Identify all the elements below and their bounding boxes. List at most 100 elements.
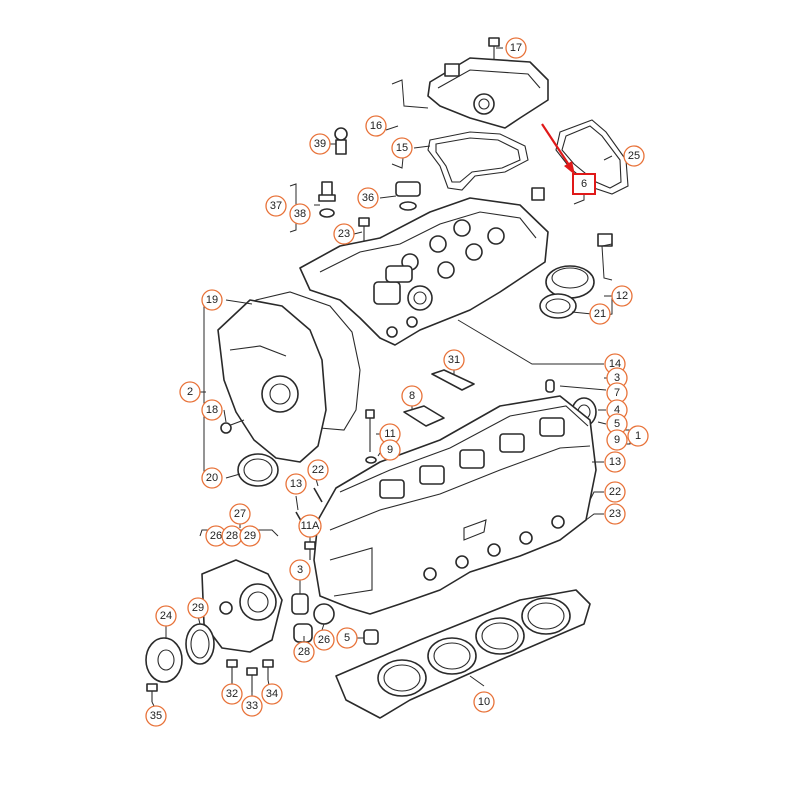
callout-label: 11 (384, 428, 395, 440)
callout-ring (221, 683, 243, 705)
callout-label: 33 (246, 700, 258, 712)
sensor-37 (318, 181, 336, 202)
callout-label: 26 (210, 530, 222, 542)
callout-26: 26 (205, 525, 227, 547)
callout-ring (285, 473, 307, 495)
bolt-17 (488, 37, 500, 60)
callout-11A: 11A (298, 514, 322, 538)
callout-22: 22 (604, 481, 626, 503)
callout-label: 22 (609, 486, 621, 498)
callout-ring (604, 481, 626, 503)
callout-label: 32 (226, 688, 238, 700)
highlight-arrow (541, 123, 575, 175)
callout-label: 25 (628, 150, 640, 162)
callout-ring (239, 525, 261, 547)
callout-ring (473, 691, 495, 713)
bushing-3 (291, 593, 309, 615)
callout-label: 7 (614, 387, 620, 399)
callout-22: 22 (307, 459, 329, 481)
callout-ring (391, 137, 413, 159)
callout-label: 1 (635, 430, 641, 442)
callout-28: 28 (221, 525, 243, 547)
callout-label: 10 (478, 696, 490, 708)
stud-22 (313, 487, 323, 503)
cylinder-head-cover (299, 197, 549, 346)
callout-label: 22 (312, 464, 324, 476)
callout-label: 17 (510, 42, 522, 54)
sensor-39 (334, 127, 348, 155)
gasket-15 (427, 131, 529, 191)
bolt-33 (246, 667, 258, 692)
callout-label: 9 (387, 444, 393, 456)
callout-37: 37 (265, 195, 287, 217)
callout-label: 6 (581, 178, 587, 190)
callout-ring (261, 683, 283, 705)
callout-label: 20 (206, 472, 218, 484)
callout-ring (155, 605, 177, 627)
callout-label: 24 (160, 610, 172, 622)
callout-ring (379, 439, 401, 461)
callout-38: 38 (289, 203, 311, 225)
callout-24: 24 (155, 605, 177, 627)
callout-ring (604, 503, 626, 525)
callout-9: 9 (379, 439, 401, 461)
callout-label: 39 (314, 138, 326, 150)
callout-label: 35 (150, 710, 162, 722)
callout-label: 27 (234, 508, 246, 520)
callout-label: 19 (206, 294, 218, 306)
callout-ring (229, 503, 251, 525)
callout-28: 28 (293, 641, 315, 663)
gasket-25 (555, 119, 629, 195)
plate-8 (403, 405, 445, 427)
pump-bracket (201, 559, 283, 653)
callout-34: 34 (261, 683, 283, 705)
timing-cover (217, 291, 361, 463)
callout-label: 8 (409, 390, 415, 402)
callout-27: 27 (229, 503, 251, 525)
sensor-36 (395, 181, 421, 211)
callout-ring (201, 399, 223, 421)
bolt-18 (220, 419, 245, 434)
callout-ring (333, 223, 355, 245)
callout-label: 5 (344, 632, 350, 644)
callout-ring (443, 349, 465, 371)
callout-ring (336, 627, 358, 649)
callout-21: 21 (589, 303, 611, 325)
callout-31: 31 (443, 349, 465, 371)
bolt-23 (358, 217, 370, 242)
callout-label: 29 (192, 602, 204, 614)
breather-housing (427, 57, 549, 129)
callout-label: 23 (609, 508, 621, 520)
callout-5: 5 (336, 627, 358, 649)
callout-ring (293, 641, 315, 663)
callout-ring (589, 303, 611, 325)
callout-label: 12 (616, 290, 628, 302)
callout-label: 4 (614, 404, 620, 416)
callout-9: 9 (606, 429, 628, 451)
callout-16: 16 (365, 115, 387, 137)
callout-23: 23 (333, 223, 355, 245)
callout-ring (627, 425, 649, 447)
callout-label: 21 (594, 308, 606, 320)
callout-ring (623, 145, 645, 167)
callout-ring (606, 429, 628, 451)
callout-ring (604, 451, 626, 473)
callout-18: 18 (201, 399, 223, 421)
callout-25: 25 (623, 145, 645, 167)
callout-2: 2 (179, 381, 201, 403)
callout-ring (289, 559, 311, 581)
callout-label: 11A (301, 520, 320, 532)
callout-19: 19 (201, 289, 223, 311)
bolt-35 (146, 683, 158, 702)
callout-label: 9 (614, 434, 620, 446)
callout-ring (289, 203, 311, 225)
callout-10: 10 (473, 691, 495, 713)
callout-label: 2 (187, 386, 193, 398)
callout-15: 15 (391, 137, 413, 159)
cylinder-head (313, 395, 597, 615)
bolt-34 (262, 659, 274, 680)
bushing-28 (293, 623, 313, 643)
callout-label: 5 (614, 418, 620, 430)
callout-label: 37 (270, 200, 282, 212)
